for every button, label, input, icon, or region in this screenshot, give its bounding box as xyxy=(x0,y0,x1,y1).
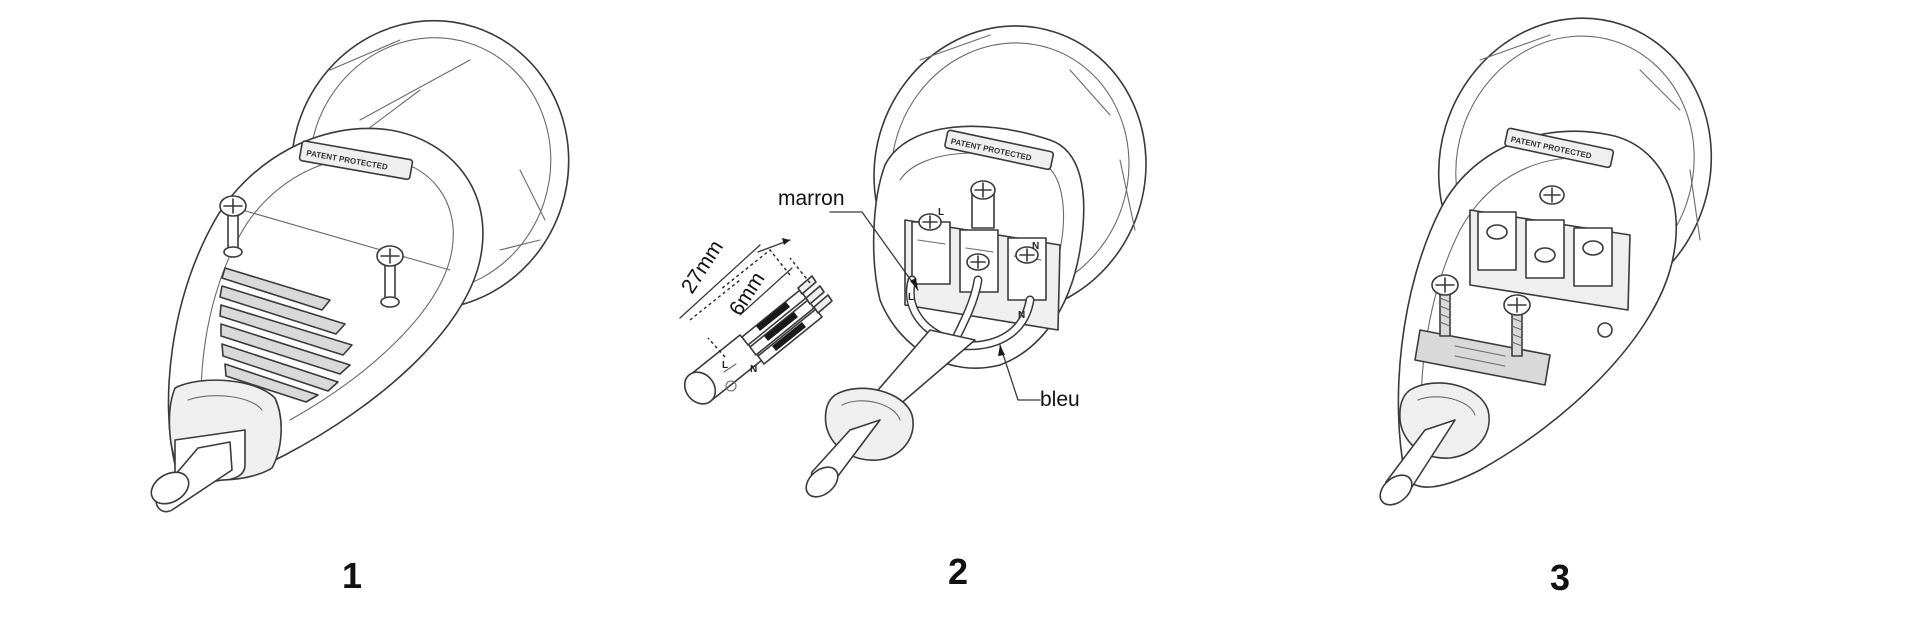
step-number-3: 3 xyxy=(1550,557,1570,598)
terminal-block: L N xyxy=(904,180,1061,331)
clamp-screw-left xyxy=(1431,274,1459,337)
label-brown-wire: marron xyxy=(778,187,845,210)
detail-mark-live: L xyxy=(722,360,728,371)
figure-step-2-wiring: PATENT PROTECTED L N xyxy=(677,25,1147,498)
figure-step-1-closed-plug: PATENT PROTECTED xyxy=(150,19,570,513)
terminal-mark-live: L xyxy=(938,207,944,218)
wire-mark-neutral: N xyxy=(1018,310,1025,321)
terminal-mark-neutral: N xyxy=(1032,241,1039,252)
label-blue-wire: bleu xyxy=(1040,388,1080,411)
wire-mark-live: L xyxy=(908,292,914,303)
figure-step-3-cable-clamp: PATENT PROTECTED xyxy=(1379,17,1713,506)
cover-screw-right xyxy=(376,245,404,308)
clamp-screw-right xyxy=(1503,294,1531,357)
vent-slots xyxy=(219,267,353,403)
cover-screw-left xyxy=(219,195,247,258)
step-number-2: 2 xyxy=(948,551,968,592)
dimension-outer-strip: 27mm xyxy=(677,236,728,297)
step-number-1: 1 xyxy=(342,555,362,596)
detail-mark-neutral: N xyxy=(750,364,757,375)
strip-length-detail: N L xyxy=(679,238,833,405)
